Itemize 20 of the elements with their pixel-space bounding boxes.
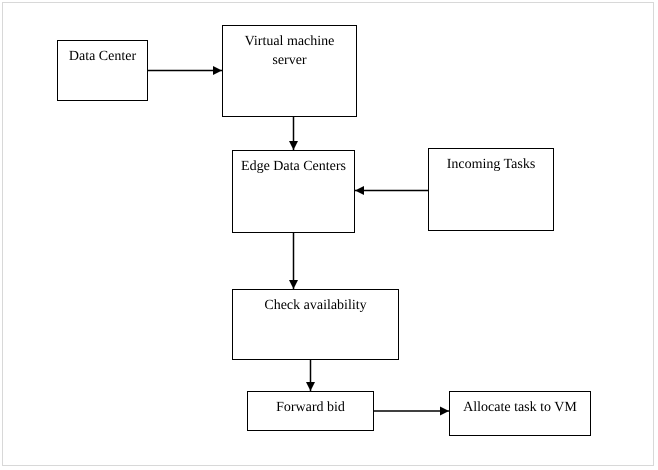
arrow <box>306 360 315 391</box>
node-label: Edge Data Centers <box>240 158 347 176</box>
process-box <box>247 391 374 431</box>
node-label: Incoming Tasks <box>446 156 536 174</box>
process-box <box>232 150 355 233</box>
process-box <box>232 289 399 360</box>
node-label: Check availability <box>263 297 368 315</box>
process-box <box>222 25 357 117</box>
input-box <box>428 148 554 231</box>
node-label: Data Center <box>68 48 138 66</box>
node-label: Forward bid <box>275 399 346 417</box>
arrow <box>148 66 222 75</box>
node-label: Virtual machine server <box>244 33 336 70</box>
arrow <box>355 186 428 195</box>
node-label: Allocate task to VM <box>462 399 578 417</box>
process-box <box>449 391 591 436</box>
arrow <box>374 406 449 416</box>
arrow <box>289 233 298 289</box>
source-box <box>57 40 148 101</box>
arrow <box>289 117 298 150</box>
